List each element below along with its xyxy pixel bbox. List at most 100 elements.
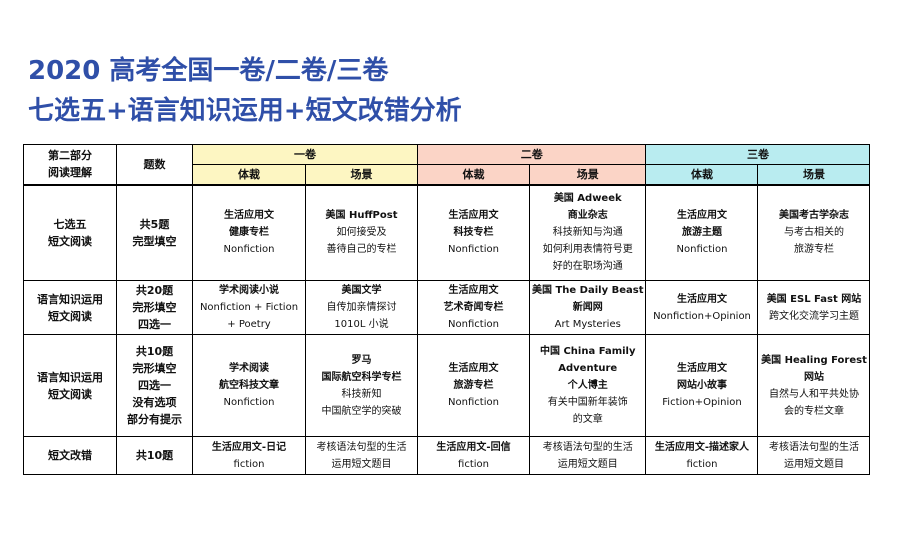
cell-bold-line: 健康专栏 — [229, 227, 269, 239]
count-line: 没有选项 — [132, 396, 177, 409]
cell-text-line: 考核语法句型的生活 — [768, 441, 859, 453]
cell-bold-line: 罗马 — [351, 354, 372, 366]
cell-bold-line: 旅游主题 — [681, 227, 722, 239]
scene-cell: 美国 ESL Fast 网站跨文化交流学习主题 — [757, 280, 871, 335]
cell-bold-line: 网站小故事 — [676, 380, 727, 391]
genre-cell: 生活应用文-回信 fiction — [417, 436, 530, 475]
cell-text-line: Nonfiction + Fiction — [199, 302, 299, 313]
section-cell: 语言知识运用短文阅读 — [23, 334, 117, 437]
count-line: 完形填空 — [132, 362, 177, 375]
header-genre-2: 体裁 — [417, 164, 530, 186]
cell-bold-line: 生活应用文 — [448, 210, 499, 222]
header-scene-2: 场景 — [528, 164, 647, 186]
cell-text-line: 跨文化交流学习主题 — [768, 310, 859, 322]
cell-bold-line: 美国 ESL Fast 网站 — [766, 293, 862, 305]
cell-bold-line: 生活应用文 — [676, 293, 727, 305]
header-group-1: 一卷 — [192, 144, 418, 165]
count-line: 完形填空 — [132, 301, 177, 314]
count-line: 共10题 — [135, 449, 174, 462]
header-row-sub: 体裁 场景 体裁 场景 体裁 场景 — [24, 164, 871, 186]
table-row: 语言知识运用短文阅读共10题完形填空四选一没有选项部分有提示学术阅读航空科技文章… — [23, 334, 871, 437]
section-cell: 语言知识运用短文阅读 — [23, 280, 117, 335]
cell-text-line: Nonfiction — [223, 244, 275, 256]
count-cell: 共20题完形填空四选一 — [116, 280, 193, 335]
cell-bold-line: 美国考古学杂志 — [778, 210, 849, 222]
header-group-3: 三卷 — [645, 144, 871, 165]
cell-text-line: Nonfiction — [676, 244, 728, 256]
header-scene-3: 场景 — [757, 164, 871, 186]
cell-text-line: fiction — [458, 458, 489, 470]
cell-bold-line: 美国 HuffPost — [325, 210, 398, 222]
cell-text-line: 自然与人和平共处协 — [768, 388, 859, 400]
scene-cell: 考核语法句型的生活运用短文题目 — [528, 436, 647, 475]
cell-bold-line: 生活应用文 — [676, 363, 727, 374]
cell-text-line: 有关中国新年装饰 — [547, 397, 628, 408]
cell-text-line: 科技新知 — [341, 388, 382, 400]
count-line: 四选一 — [138, 379, 171, 392]
cell-bold-line: 商业杂志 — [567, 210, 608, 222]
header-section-line: 阅读理解 — [48, 166, 92, 180]
cell-text-line: + Poetry — [227, 319, 271, 330]
header-section-line: 第二部分 — [48, 149, 92, 163]
genre-cell: 生活应用文网站小故事 Fiction+Opinion — [645, 334, 759, 437]
cell-bold-line: 生活应用文 — [448, 363, 499, 374]
header-count-label: 题数 — [143, 157, 166, 171]
cell-bold-line: 生活应用文-日记 — [211, 441, 287, 453]
cell-bold-line: 艺术奇闻专栏 — [443, 302, 504, 313]
cell-text-line: 运用短文题目 — [783, 458, 844, 470]
cell-text-line: 会的专栏文章 — [783, 405, 844, 417]
cell-text-line: Nonfiction+Opinion — [653, 310, 751, 322]
cell-bold-line: 生活应用文 — [448, 285, 499, 296]
cell-bold-line: 学术阅读 — [229, 363, 269, 374]
section-line: 短文阅读 — [48, 387, 92, 401]
cell-bold-line: 美国 Adweek — [553, 193, 622, 205]
cell-bold-line: 美国 Healing Forest — [761, 354, 867, 366]
cell-text-line: Fiction+Opinion — [662, 397, 742, 408]
cell-text-line: 1010L 小说 — [334, 319, 389, 330]
cell-bold-line: 美国 The Daily Beast — [532, 285, 644, 296]
cell-text-line: Nonfiction — [223, 397, 275, 408]
cell-text-line: 考核语法句型的生活 — [316, 441, 407, 453]
cell-bold-line: 中国 China Family — [539, 346, 636, 357]
cell-bold-line: Adventure — [558, 363, 618, 374]
scene-cell: 美国考古学杂志与考古相关的旅游专栏 — [757, 184, 871, 281]
header-count-cell: 题数 — [116, 144, 193, 186]
count-line: 部分有提示 — [127, 413, 182, 426]
count-line: 共20题 — [135, 284, 174, 297]
cell-bold-line: 航空科技文章 — [219, 380, 279, 391]
header-section-cell: 第二部分 阅读理解 — [23, 144, 117, 186]
count-line: 完型填空 — [132, 234, 177, 248]
page-title-line2: 七选五+语言知识运用+短文改错分析 — [28, 96, 462, 126]
cell-bold-line: 个人博主 — [567, 380, 608, 391]
genre-cell: 生活应用文 Nonfiction+Opinion — [645, 280, 759, 335]
cell-bold-line: 美国文学 — [341, 285, 382, 296]
scene-cell: 罗马国际航空科学专栏科技新知中国航空学的突破 — [305, 334, 418, 437]
section-cell: 短文改错 — [23, 436, 117, 475]
cell-text-line: 旅游专栏 — [793, 244, 834, 256]
section-line: 语言知识运用 — [37, 370, 103, 384]
count-cell: 共5题完型填空 — [116, 184, 193, 281]
cell-text-line: 中国航空学的突破 — [321, 405, 402, 417]
cell-text-line: 与考古相关的 — [783, 227, 844, 239]
cell-bold-line: 生活应用文-回信 — [436, 441, 511, 453]
cell-text-line: 好的在职场沟通 — [552, 261, 623, 273]
page-title-line1: 2020 高考全国一卷/二卷/三卷 — [28, 56, 389, 86]
scene-cell: 考核语法句型的生活运用短文题目 — [757, 436, 871, 475]
section-line: 七选五 — [53, 217, 87, 231]
cell-text-line: 考核语法句型的生活 — [542, 441, 633, 453]
cell-text-line: 科技新知与沟通 — [552, 227, 623, 239]
